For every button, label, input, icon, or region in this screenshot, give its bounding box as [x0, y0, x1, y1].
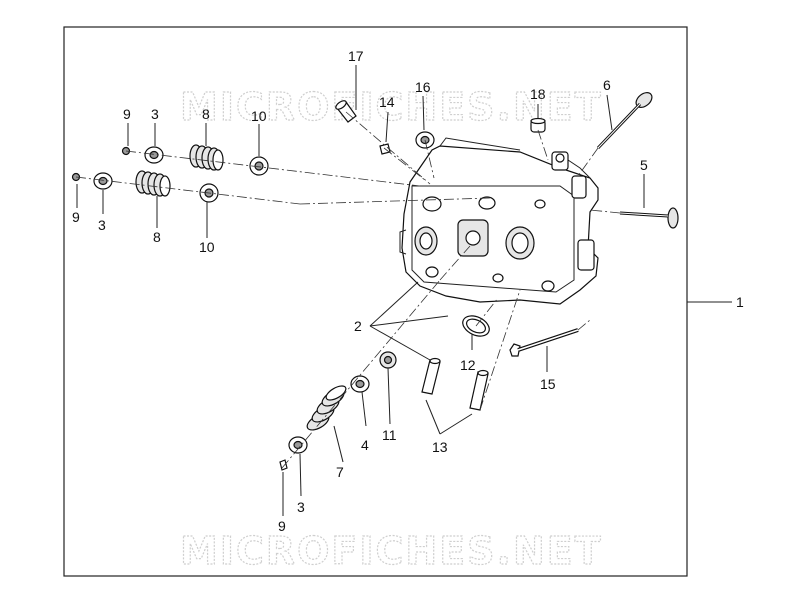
upper-valve-row-1: [121, 144, 269, 176]
label-5: 5: [640, 157, 648, 173]
part-5-valve: [619, 207, 679, 229]
spring-8-upper: [189, 144, 224, 171]
callout-labels: 17 14 16 18 6 5 1 9 3 8 10 9 3 8 10 2 12…: [72, 48, 744, 534]
lower-valve-assembly: [279, 351, 397, 471]
label-9-lower: 9: [278, 518, 286, 534]
label-2: 2: [354, 318, 362, 334]
label-8-mid: 8: [153, 229, 161, 245]
label-9-mid: 9: [72, 209, 80, 225]
label-18: 18: [530, 86, 546, 102]
label-7: 7: [336, 464, 344, 480]
spring-8-lower: [135, 170, 171, 197]
label-13: 13: [432, 439, 448, 455]
label-17: 17: [348, 48, 364, 64]
label-3-mid: 3: [98, 217, 106, 233]
cylinder-head: [399, 137, 599, 305]
leader-lines: [76, 65, 732, 516]
label-11: 11: [382, 427, 397, 443]
part-18-dowel: [530, 117, 546, 133]
label-8-upper: 8: [202, 106, 210, 122]
spring-7: [306, 385, 347, 431]
label-14: 14: [379, 94, 395, 110]
label-10-upper: 10: [251, 108, 267, 124]
label-6: 6: [603, 77, 611, 93]
part-13-guides: [421, 357, 489, 411]
upper-valve-row-2: [71, 170, 219, 203]
label-3-upper: 3: [151, 106, 159, 122]
part-15-bolt: [509, 328, 579, 357]
watermark-bottom: MICROFICHES.NET: [180, 529, 603, 573]
label-10-mid: 10: [199, 239, 215, 255]
label-16: 16: [415, 79, 431, 95]
alignment-lines: [75, 111, 621, 469]
label-12: 12: [460, 357, 476, 373]
label-9-upper: 9: [123, 106, 131, 122]
label-3-lower: 3: [297, 499, 305, 515]
label-15: 15: [540, 376, 556, 392]
label-4: 4: [361, 437, 369, 453]
part-6-valve: [596, 92, 653, 150]
label-1: 1: [736, 294, 744, 310]
